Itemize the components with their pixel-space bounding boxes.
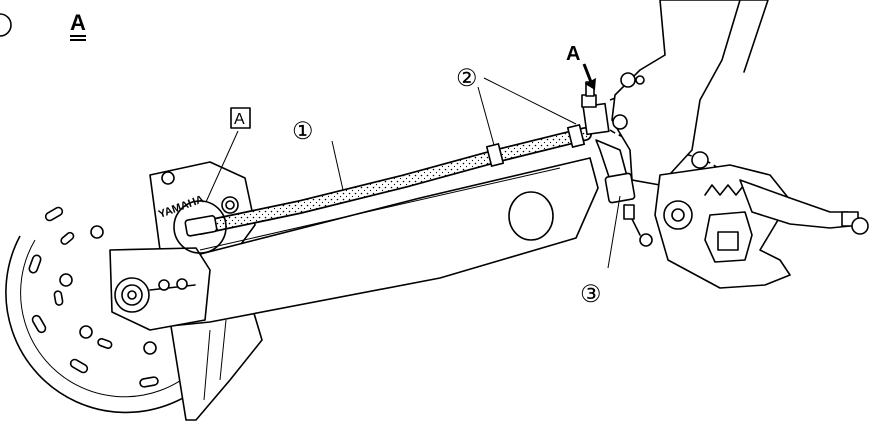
view-label-text: A [70, 10, 86, 35]
leader-1 [331, 140, 344, 191]
hose-holder-2 [566, 124, 586, 148]
leader-3 [607, 195, 621, 269]
caliper-bolt-icon-2 [221, 196, 239, 214]
hose-union-fitting [184, 215, 218, 237]
view-arrow-head [585, 78, 596, 90]
part-1-callout: ① [292, 118, 314, 145]
leader-2b [483, 77, 577, 125]
chain-guard-rib-2 [219, 319, 227, 381]
swingarm-hole [508, 191, 554, 241]
bracket-bolt-icon [620, 72, 636, 88]
bracket-bolt-icon-3 [612, 114, 628, 130]
brake-hose [194, 128, 591, 234]
view-box-frame [230, 107, 251, 129]
caliper-bolt-icon [161, 171, 175, 185]
frame-tube [739, 0, 769, 73]
detail-circle [173, 200, 227, 254]
view-arrow-label: A [566, 43, 580, 65]
leader-a-box [205, 130, 239, 203]
view-box-label: A [234, 111, 245, 128]
master-cylinder [581, 81, 653, 247]
chain-guard-rib [203, 329, 211, 401]
part-2-callout: ② [456, 65, 478, 92]
cropped-marker-circle [0, 13, 12, 37]
frame-bracket [611, 0, 741, 186]
part-3-callout: ③ [580, 281, 602, 308]
rear-axle-hub [109, 247, 211, 331]
leader-2a [477, 86, 495, 146]
bracket-bolt-icon-4 [691, 151, 709, 169]
bracket-bolt-icon-2 [635, 75, 645, 85]
hose-holder-1 [485, 143, 505, 167]
brake-pedal-pivot-icon [851, 217, 869, 235]
footrest [654, 164, 791, 289]
view-arrow-shaft [582, 63, 593, 83]
caliper-bolt-icon-2-inner [225, 200, 235, 210]
swingarm-edge-line [199, 167, 561, 251]
